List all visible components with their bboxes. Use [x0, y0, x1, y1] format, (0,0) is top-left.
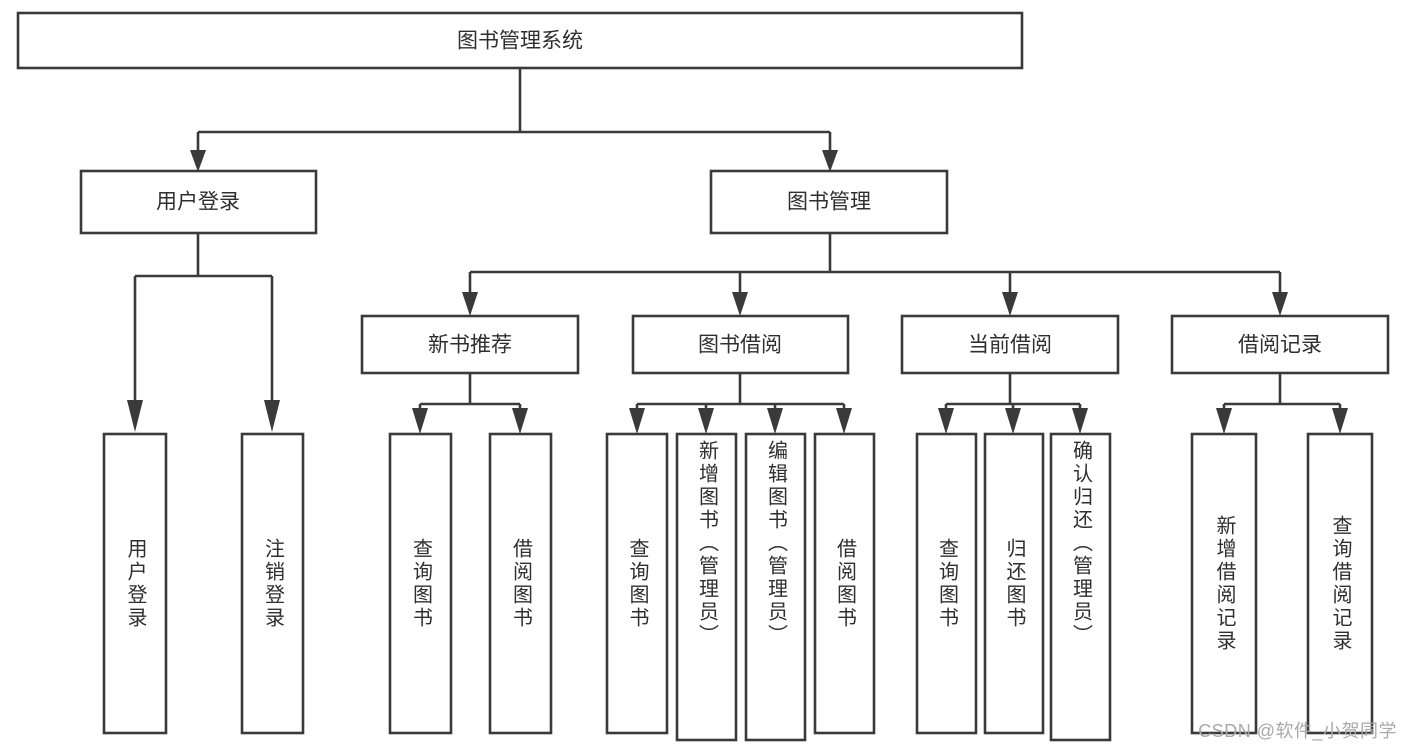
node-leaf-borrow-add[interactable]	[675, 432, 738, 742]
node-leaf-borrow-query[interactable]	[605, 432, 669, 735]
arrowhead-user-login	[190, 150, 206, 172]
arrowhead-borrow-leaf-1	[629, 408, 645, 434]
node-leaf-user-login[interactable]	[102, 432, 168, 735]
node-layer	[16, 11, 1390, 742]
node-leaf-record-query[interactable]	[1306, 432, 1374, 735]
node-user-login[interactable]	[79, 169, 318, 235]
arrowhead-current-leaf-1	[938, 408, 954, 434]
label-layer: 图书管理系统 用户登录 图书管理 新书推荐 图书借阅 当前借阅 借阅记录	[156, 30, 1322, 357]
node-leaf-current-confirm[interactable]	[1049, 432, 1112, 742]
arrowhead-newbook-leaf-1	[412, 408, 428, 434]
node-leaf-borrow-edit[interactable]	[744, 432, 807, 742]
node-leaf-current-query[interactable]	[915, 432, 978, 735]
label-current-borrow: 当前借阅	[968, 334, 1052, 357]
arrowhead-borrow-leaf-3	[767, 408, 783, 434]
node-current-borrow[interactable]	[900, 314, 1120, 375]
arrowhead-book-borrow	[732, 292, 748, 316]
node-leaf-newbook-borrow[interactable]	[488, 432, 553, 735]
label-root: 图书管理系统	[457, 30, 583, 53]
arrowhead-record-leaf-1	[1216, 408, 1232, 434]
node-leaf-borrow-lend[interactable]	[813, 432, 876, 735]
node-book-management[interactable]	[709, 169, 949, 235]
arrowhead-new-book	[462, 292, 478, 316]
label-new-book-recommend: 新书推荐	[428, 334, 512, 357]
connector-layer	[127, 68, 1348, 434]
label-book-borrow: 图书借阅	[698, 334, 782, 357]
node-leaf-record-add[interactable]	[1190, 432, 1258, 735]
node-root[interactable]	[16, 11, 1024, 70]
node-borrow-record[interactable]	[1170, 314, 1390, 375]
node-leaf-current-return[interactable]	[983, 432, 1045, 735]
label-book-management: 图书管理	[787, 191, 871, 214]
node-book-borrow[interactable]	[631, 314, 850, 375]
node-new-book-recommend[interactable]	[360, 314, 580, 375]
arrowhead-borrow-record	[1272, 292, 1288, 316]
watermark-text: CSDN @软件_小贺同学	[1198, 721, 1397, 741]
arrowhead-borrow-leaf-4	[836, 408, 852, 434]
arrowhead-leaf-logout	[264, 400, 280, 432]
node-leaf-newbook-query[interactable]	[388, 432, 453, 735]
arrowhead-leaf-user-login	[127, 400, 143, 432]
arrowhead-record-leaf-2	[1332, 408, 1348, 434]
label-borrow-record: 借阅记录	[1238, 334, 1322, 357]
label-user-login: 用户登录	[156, 191, 240, 214]
arrowhead-borrow-leaf-2	[698, 408, 714, 434]
arrowhead-current-borrow	[1002, 292, 1018, 316]
arrowhead-newbook-leaf-2	[512, 408, 528, 434]
arrowhead-current-leaf-2	[1005, 408, 1021, 434]
arrowhead-book-mgmt	[822, 150, 838, 172]
node-leaf-logout[interactable]	[240, 432, 305, 735]
arrowhead-current-leaf-3	[1072, 408, 1088, 434]
